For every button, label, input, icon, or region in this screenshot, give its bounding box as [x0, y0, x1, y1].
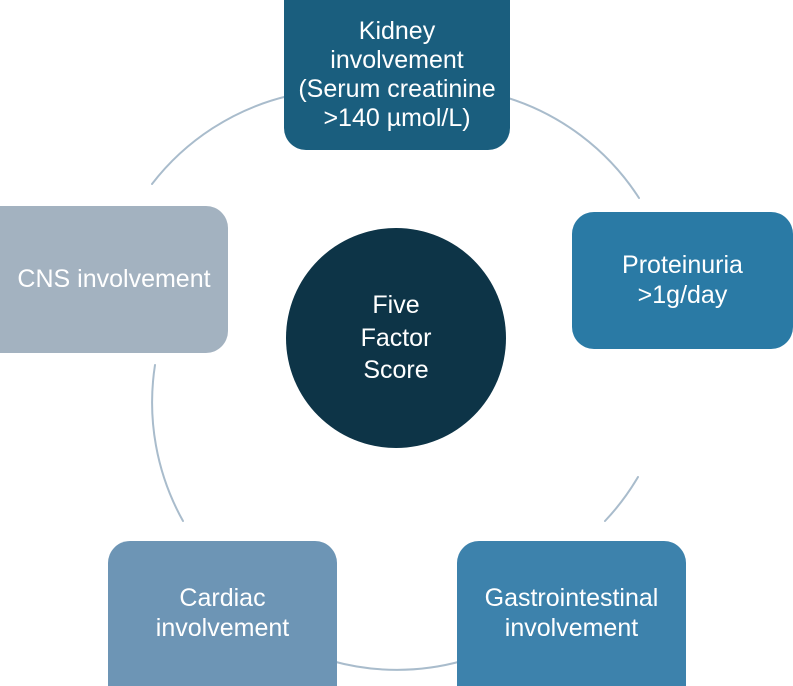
node-proteinuria-label: Proteinuria >1g/day — [622, 251, 743, 309]
ring-arc-cns-kidney — [151, 95, 289, 185]
node-cardiac-label: Cardiac involvement — [155, 584, 290, 642]
center-hub-five-factor-score[interactable]: Five Factor Score — [286, 228, 506, 448]
ring-arc-cns-cardiac — [151, 364, 184, 522]
node-kidney-involvement[interactable]: Kidney involvement (Serum creatinine >14… — [284, 0, 510, 150]
ring-arc-proteinuria-gastro — [604, 476, 639, 522]
node-cns-label: CNS involvement — [17, 264, 211, 293]
node-gastrointestinal-label: Gastrointestinal involvement — [484, 584, 659, 642]
node-cardiac-involvement[interactable]: Cardiac involvement — [108, 541, 337, 686]
node-gastrointestinal-involvement[interactable]: Gastrointestinal involvement — [457, 541, 686, 686]
ring-arc-kidney-proteinuria — [504, 96, 640, 199]
center-hub-label: Five Factor Score — [360, 291, 432, 385]
node-kidney-label: Kidney involvement (Serum creatinine >14… — [298, 16, 496, 133]
ring-arc-cardiac-gastro — [331, 660, 463, 671]
node-cns-involvement[interactable]: CNS involvement — [0, 206, 228, 353]
node-proteinuria[interactable]: Proteinuria >1g/day — [572, 212, 793, 349]
